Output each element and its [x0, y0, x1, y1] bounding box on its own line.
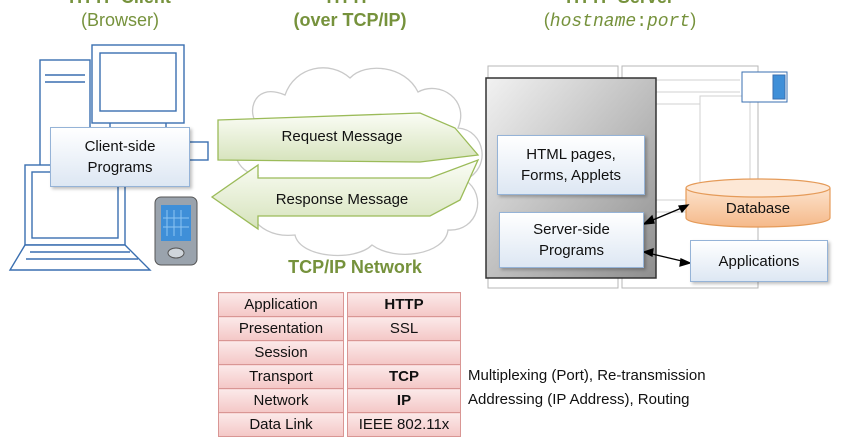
response-arrow-icon	[210, 158, 480, 231]
protocol-cell	[347, 340, 461, 365]
html-pages-box: HTML pages, Forms, Applets	[497, 135, 645, 195]
protocol-row	[347, 340, 461, 365]
layer-name-cell: Network	[218, 388, 344, 413]
html-pages-label: HTML pages, Forms, Applets	[520, 146, 622, 184]
http-client-subtitle: (Browser)	[80, 10, 159, 30]
layer-row: Transport	[218, 364, 344, 389]
database-label: Database	[725, 199, 791, 217]
protocol-row: IEEE 802.11x	[347, 412, 461, 437]
http-subtitle: (over TCP/IP)	[293, 10, 407, 30]
layer-note: Multiplexing (Port), Re-transmission	[468, 367, 706, 384]
server-side-programs-box: Server-side Programs	[499, 212, 644, 268]
protocol-cell: IP	[347, 388, 461, 413]
browser-window-icon	[741, 71, 788, 103]
server-applications-connector-icon	[642, 248, 692, 267]
client-side-programs-box: Client-side Programs	[50, 127, 190, 187]
database-icon	[685, 178, 831, 228]
layer-row: Application	[218, 292, 344, 317]
layer-name-cell: Session	[218, 340, 344, 365]
http-title: HTTP	[270, 0, 430, 8]
protocol-row: SSL	[347, 316, 461, 341]
request-arrow-icon	[217, 112, 480, 163]
layer-name-cell: Presentation	[218, 316, 344, 341]
layer-name-cell: Application	[218, 292, 344, 317]
mobile-device-icon	[154, 196, 198, 266]
host-port-separator: :	[636, 12, 647, 32]
http-server-title: HTTP Server	[530, 0, 710, 8]
tcpip-network-title: TCP/IP Network	[288, 257, 422, 277]
protocol-row: HTTP	[347, 292, 461, 317]
protocol-row: TCP	[347, 364, 461, 389]
http-client-title: HTTP Client	[40, 0, 200, 8]
protocol-cell: IEEE 802.11x	[347, 412, 461, 437]
layer-row: Presentation	[218, 316, 344, 341]
protocol-cell: TCP	[347, 364, 461, 389]
port-text: port	[647, 12, 691, 32]
layer-row: Network	[218, 388, 344, 413]
request-message-label: Request Message	[281, 127, 403, 145]
protocol-cell: SSL	[347, 316, 461, 341]
applications-label: Applications	[718, 252, 800, 270]
http-server-subtitle: (hostname:port)	[543, 10, 697, 32]
protocol-row: IP	[347, 388, 461, 413]
protocol-cell: HTTP	[347, 292, 461, 317]
layer-note: Addressing (IP Address), Routing	[468, 391, 690, 408]
client-side-programs-label: Client-side Programs	[84, 138, 156, 176]
hostname-text: hostname	[549, 12, 637, 32]
server-side-programs-label: Server-side Programs	[533, 221, 610, 259]
layer-row: Data Link	[218, 412, 344, 437]
layer-name-cell: Data Link	[218, 412, 344, 437]
response-message-label: Response Message	[275, 190, 409, 208]
layer-name-cell: Transport	[218, 364, 344, 389]
desktop-computer-icon	[39, 44, 209, 181]
layer-row: Session	[218, 340, 344, 365]
server-database-connector-icon	[642, 204, 690, 225]
applications-box: Applications	[690, 240, 828, 282]
